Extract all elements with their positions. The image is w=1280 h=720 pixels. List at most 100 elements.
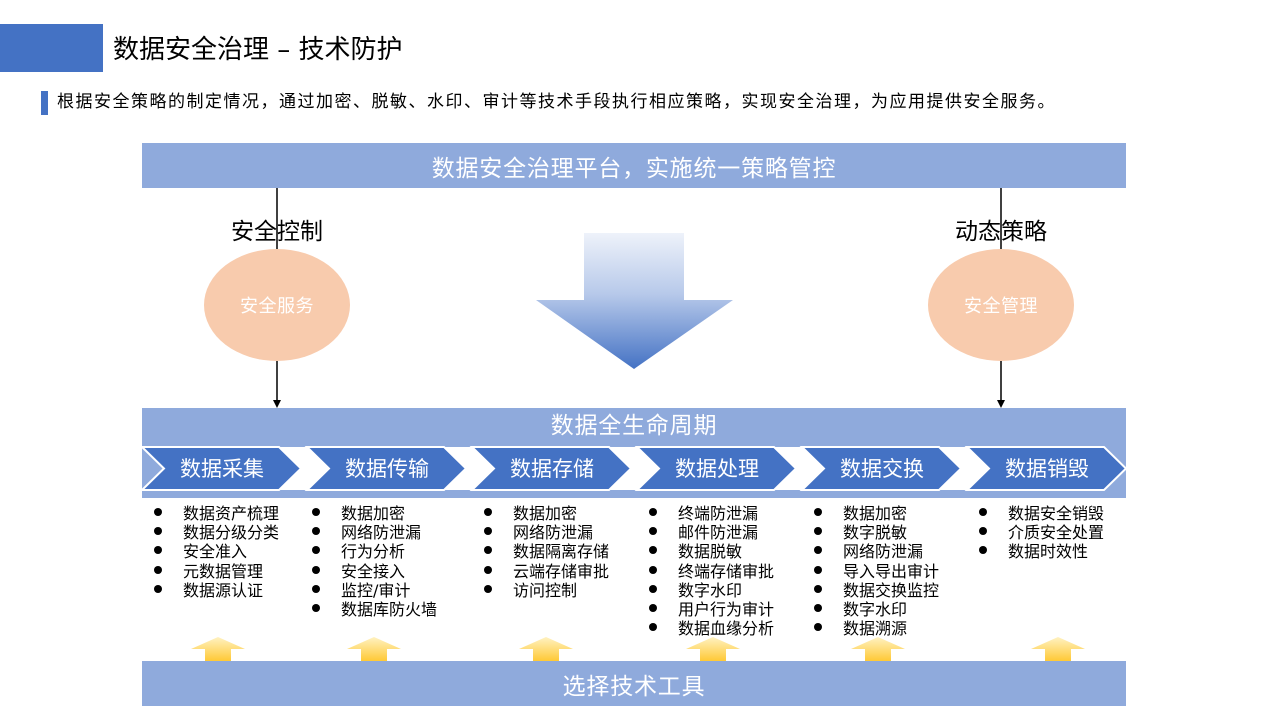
list-item-text: 数据脱敏 bbox=[678, 542, 743, 562]
bullet-dot bbox=[979, 507, 987, 516]
up-arrow-icon bbox=[519, 637, 573, 661]
list-item-text: 数字水印 bbox=[678, 580, 743, 600]
list-item: 云端存储审批 bbox=[480, 560, 609, 581]
platform-bar: 数据安全治理平台，实施统一策略管控 bbox=[142, 143, 1126, 188]
list-item-text: 终端存储审批 bbox=[678, 561, 775, 581]
chevron-shape bbox=[469, 446, 633, 491]
list-item-text: 监控/审计 bbox=[341, 580, 411, 600]
list-item: 行为分析 bbox=[308, 541, 437, 562]
list-item: 数据加密 bbox=[308, 502, 437, 523]
list-item-text: 数据交换监控 bbox=[843, 580, 940, 600]
list-item-text: 数字脱敏 bbox=[843, 522, 908, 542]
bullet-dot bbox=[312, 565, 320, 574]
bullet-dot bbox=[814, 565, 822, 574]
stage-chevron-transmit: 数据传输 bbox=[304, 446, 468, 491]
list-item: 数据交换监控 bbox=[810, 579, 940, 600]
list-item: 访问控制 bbox=[480, 579, 609, 600]
bullet-dot bbox=[814, 526, 822, 535]
list-item-text: 数字水印 bbox=[843, 600, 908, 620]
stage-items-list-process: 终端防泄漏 邮件防泄漏 数据脱敏 终端存储审批 数字水印 用户行为审计 数据血缘… bbox=[645, 502, 775, 638]
list-item-text: 数据安全销毁 bbox=[1008, 503, 1105, 523]
bullet-dot bbox=[312, 507, 320, 516]
bullet-dot bbox=[154, 565, 162, 574]
bullet-dot bbox=[649, 507, 657, 516]
arrowhead-down-icon bbox=[997, 400, 1005, 408]
list-item: 数据隔离存储 bbox=[480, 541, 610, 562]
list-item: 数据脱敏 bbox=[645, 541, 774, 562]
list-item-text: 数据加密 bbox=[341, 503, 406, 523]
list-item: 数据加密 bbox=[480, 502, 609, 523]
bullet-dot bbox=[814, 507, 822, 516]
down-arrow-icon bbox=[536, 233, 733, 369]
list-item: 数据安全销毁 bbox=[975, 502, 1105, 523]
bullet-dot bbox=[484, 526, 492, 535]
bullet-dot bbox=[649, 604, 657, 613]
list-item: 监控/审计 bbox=[308, 579, 437, 600]
list-item-text: 网络防泄漏 bbox=[341, 522, 422, 542]
list-item: 数字脱敏 bbox=[810, 521, 939, 542]
bullet-dot bbox=[154, 526, 162, 535]
list-item: 网络防泄漏 bbox=[480, 521, 609, 542]
chevron-separator bbox=[444, 447, 494, 490]
chevron-shape bbox=[799, 446, 963, 491]
bullet-dot bbox=[814, 604, 822, 613]
bullet-dot bbox=[312, 584, 320, 593]
dynamic-policy-caption: 动态策略 bbox=[955, 219, 1047, 245]
list-item: 数字水印 bbox=[810, 598, 939, 620]
list-item-text: 数据源认证 bbox=[183, 580, 264, 600]
lifecycle-title: 数据全生命周期 bbox=[550, 413, 718, 439]
list-item: 介质安全处置 bbox=[975, 521, 1104, 542]
list-item-text: 终端防泄漏 bbox=[678, 503, 759, 523]
arrowhead-down-icon bbox=[273, 400, 281, 408]
list-item-text: 元数据管理 bbox=[183, 561, 264, 581]
page-title: 数据安全治理 – 技术防护 bbox=[113, 35, 403, 65]
list-item-text: 数据时效性 bbox=[1008, 542, 1089, 562]
up-arrow-icon bbox=[851, 637, 905, 661]
list-item-text: 用户行为审计 bbox=[678, 600, 775, 620]
title-accent-block bbox=[0, 24, 103, 72]
bullet-dot bbox=[979, 546, 987, 555]
list-item-text: 数据隔离存储 bbox=[513, 542, 610, 562]
bullet-dot bbox=[154, 546, 162, 555]
stage-label: 数据存储 bbox=[510, 457, 594, 481]
bullet-dot bbox=[814, 546, 822, 555]
security-service-circle: 安全服务 bbox=[204, 249, 350, 361]
list-item-text: 数据溯源 bbox=[843, 619, 908, 639]
chevron-separator bbox=[939, 447, 989, 490]
bullet-dot bbox=[649, 546, 657, 555]
bullet-dot bbox=[814, 623, 822, 632]
list-item: 网络防泄漏 bbox=[308, 521, 437, 542]
list-item-text: 安全准入 bbox=[183, 542, 248, 562]
list-item: 数据分级分类 bbox=[150, 521, 280, 542]
page-subtitle: 根据安全策略的制定情况，通过加密、脱敏、水印、审计等技术手段执行相应策略，实现安… bbox=[57, 92, 1056, 112]
up-arrow-icon bbox=[686, 637, 740, 661]
stage-label: 数据交换 bbox=[840, 457, 924, 481]
list-item: 数据源认证 bbox=[150, 579, 279, 600]
list-item: 邮件防泄漏 bbox=[645, 521, 774, 542]
bullet-dot bbox=[484, 507, 492, 516]
stage-chevron-store: 数据存储 bbox=[469, 446, 633, 491]
stage-label: 数据销毁 bbox=[1005, 457, 1089, 481]
list-item-text: 数据分级分类 bbox=[183, 522, 280, 542]
chevron-separator bbox=[774, 447, 824, 490]
list-item-text: 安全接入 bbox=[341, 561, 406, 581]
bullet-dot bbox=[312, 526, 320, 535]
list-item-text: 数据资产梳理 bbox=[183, 503, 280, 523]
list-item: 数据资产梳理 bbox=[150, 502, 280, 523]
list-item-text: 数据加密 bbox=[513, 503, 578, 523]
up-arrow-icon bbox=[191, 637, 245, 661]
list-item-text: 访问控制 bbox=[513, 580, 578, 600]
list-item-text: 行为分析 bbox=[341, 542, 406, 562]
list-item: 元数据管理 bbox=[150, 560, 279, 581]
up-arrow-icon bbox=[347, 637, 401, 661]
list-item: 安全准入 bbox=[150, 541, 279, 562]
list-item-text: 导入导出审计 bbox=[843, 561, 940, 581]
list-item-text: 网络防泄漏 bbox=[513, 522, 594, 542]
bullet-dot bbox=[154, 584, 162, 593]
list-item: 数据加密 bbox=[810, 502, 939, 523]
chevron-shape bbox=[634, 446, 798, 491]
bullet-dot bbox=[649, 623, 657, 632]
stage-label: 数据采集 bbox=[180, 457, 264, 481]
